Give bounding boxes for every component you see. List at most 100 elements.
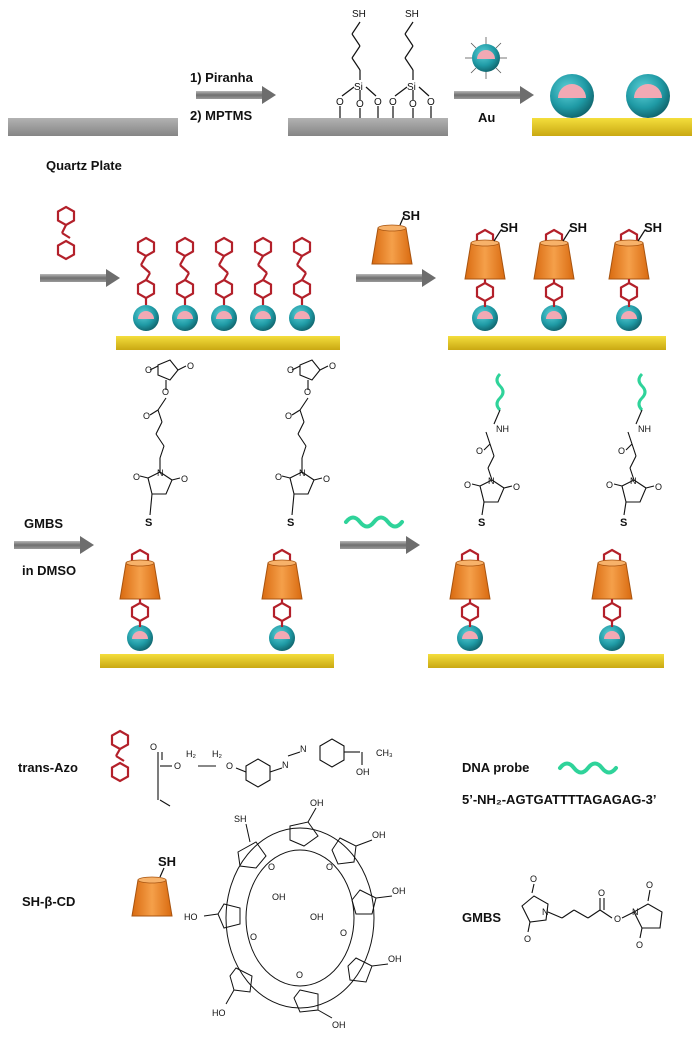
arrow-au	[454, 86, 534, 104]
gmbs-o-4: O	[614, 914, 621, 924]
azo-cd-complex-2	[534, 230, 574, 331]
gmbs-o-1: O	[530, 874, 537, 884]
cd-oh-1: OH	[310, 798, 324, 808]
au-label: Au	[478, 110, 495, 125]
legend-dna-icon	[558, 761, 618, 775]
azo-cd-complex-1	[465, 230, 505, 331]
svg-text:O: O	[329, 361, 336, 371]
svg-text:O: O	[275, 472, 282, 482]
legend-dna-name: DNA probe	[462, 760, 529, 775]
mptms1-o2: O	[356, 99, 364, 110]
cd-ho-1: HO	[184, 912, 198, 922]
cd-o-3: O	[340, 928, 347, 938]
cd2-sh: SH	[569, 220, 587, 235]
dna-complex-2: NH O N O O S	[592, 372, 662, 651]
svg-text:O: O	[287, 365, 294, 375]
cd-oh-inner-2: OH	[310, 912, 324, 922]
azo-o-ester: O	[174, 761, 181, 771]
mptms-silane-1	[339, 21, 379, 118]
gold-plate-row1	[532, 118, 692, 136]
gold-plate-row2-left	[116, 336, 340, 350]
gmbs-n-2: N	[632, 907, 639, 917]
svg-text:O: O	[143, 411, 150, 421]
svg-text:NH: NH	[638, 424, 651, 434]
bound-au-nanoparticle-1	[550, 74, 594, 118]
gmbs-o-2: O	[524, 934, 531, 944]
azo-h2-b: H₂	[212, 749, 222, 759]
gmbs-n-1: N	[542, 907, 549, 917]
svg-text:N: N	[157, 468, 164, 478]
cd-o-4: O	[296, 970, 303, 980]
azo-reagent-icon	[56, 205, 76, 261]
svg-text:O: O	[187, 361, 194, 371]
mptms2-sh: SH	[405, 9, 419, 20]
svg-text:S: S	[287, 517, 294, 529]
legend-gmbs-name: GMBS	[462, 910, 501, 925]
silanized-plate	[288, 118, 448, 136]
svg-text:O: O	[162, 387, 169, 397]
cd-oh-2: OH	[372, 830, 386, 840]
mptms2-o3: O	[427, 97, 435, 108]
svg-text:O: O	[304, 387, 311, 397]
cd-oh-inner-1: OH	[272, 892, 286, 902]
azo-cd-complex-3	[609, 230, 649, 331]
azo-oh: OH	[356, 767, 370, 777]
cd-o-5: O	[250, 932, 257, 942]
svg-text:O: O	[464, 480, 471, 490]
dna-complex-1: NH O N O O S	[450, 372, 520, 651]
svg-text:S: S	[145, 517, 152, 529]
legend-cd-sh: SH	[158, 854, 176, 869]
legend-azo-name: trans-Azo	[18, 760, 78, 775]
svg-text:S: S	[478, 517, 485, 529]
bound-au-nanoparticle-2	[626, 74, 670, 118]
svg-text:O: O	[145, 365, 152, 375]
legend-dna-sequence: 5’-NH₂-AGTGATTTTAGAGAG-3’	[462, 792, 657, 807]
arrow-piranha	[196, 86, 276, 104]
cyclodextrin-structure	[203, 807, 393, 1019]
azo-n1: N	[282, 760, 289, 770]
cd-o-2: O	[326, 862, 333, 872]
dmso-label: in DMSO	[22, 563, 76, 578]
cd-reagent-sh: SH	[402, 208, 420, 223]
arrow-dna	[340, 536, 420, 554]
arrow-azo	[40, 269, 120, 287]
mptms2-o1: O	[389, 97, 397, 108]
svg-text:N: N	[488, 476, 495, 486]
mptms2-si: Si	[407, 82, 416, 93]
svg-text:O: O	[181, 474, 188, 484]
cd-o-1: O	[268, 862, 275, 872]
svg-text:NH: NH	[496, 424, 509, 434]
svg-text:N: N	[299, 468, 306, 478]
quartz-plate-label: Quartz Plate	[46, 158, 122, 173]
gmbs-o-3: O	[598, 888, 605, 898]
arrow-gmbs	[14, 536, 94, 554]
cd3-sh: SH	[644, 220, 662, 235]
mptms1-o1: O	[336, 97, 344, 108]
gmbs-o-6: O	[636, 940, 643, 950]
mptms2-o2: O	[409, 99, 417, 110]
arrow-cd	[356, 269, 436, 287]
step-mptms-label: 2) MPTMS	[190, 108, 252, 123]
cd1-sh: SH	[500, 220, 518, 235]
mptms1-sh: SH	[352, 9, 366, 20]
cd-sh-label: SH	[234, 814, 247, 824]
azo-h2-a: H₂	[186, 749, 196, 759]
svg-text:O: O	[606, 480, 613, 490]
legend-cd-icon	[131, 867, 173, 917]
mptms1-si: Si	[354, 82, 363, 93]
azo-structure	[157, 738, 363, 807]
azo-o-ether: O	[226, 761, 233, 771]
gmbs-o-5: O	[646, 880, 653, 890]
azo-monolayer	[133, 238, 315, 331]
legend-azo-icon	[110, 729, 130, 783]
dna-reagent-icon	[344, 515, 404, 529]
cd-oh-5: OH	[332, 1020, 346, 1030]
svg-text:O: O	[618, 446, 625, 456]
svg-text:O: O	[133, 472, 140, 482]
svg-text:O: O	[513, 482, 520, 492]
svg-text:O: O	[476, 446, 483, 456]
step-piranha-label: 1) Piranha	[190, 70, 254, 85]
azo-o-carbonyl: O	[150, 742, 157, 752]
legend-cd-name: SH-β-CD	[22, 894, 75, 909]
